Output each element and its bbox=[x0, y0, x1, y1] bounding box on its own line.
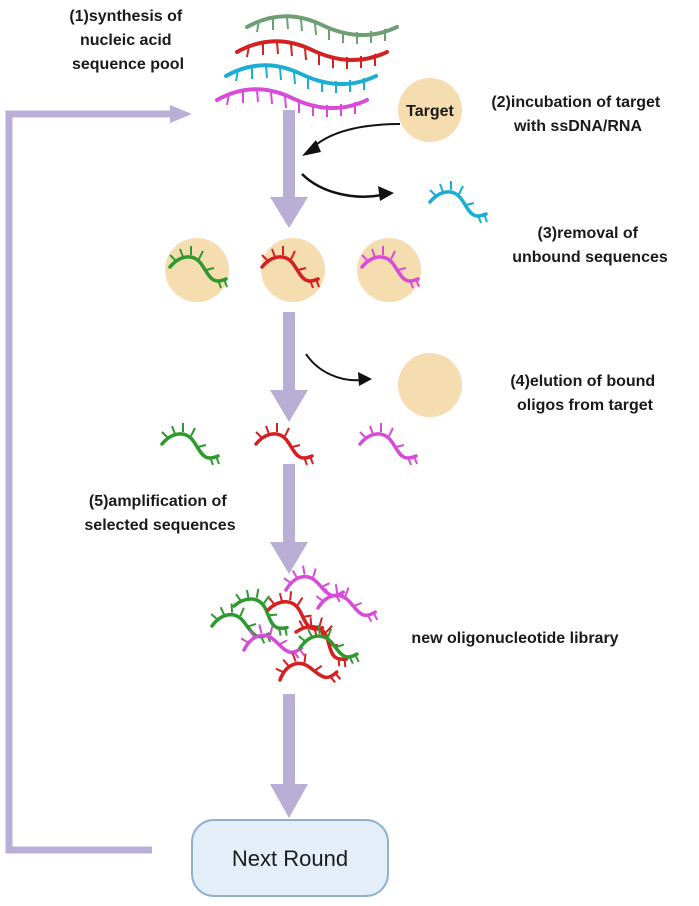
step-1-label: (1)synthesis of nucleic acid sequence po… bbox=[69, 8, 186, 73]
flow-arrow-shaft-4 bbox=[283, 694, 295, 786]
main-flow-arrows bbox=[270, 110, 308, 818]
eluted-green-strand bbox=[160, 421, 221, 467]
flow-arrow-shaft-3 bbox=[283, 464, 295, 544]
step-3-label: (3)removal of unbound sequences bbox=[512, 225, 668, 266]
next-round-label: Next Round bbox=[232, 846, 348, 871]
flow-arrow-head-4 bbox=[270, 784, 308, 818]
bound-complex-red bbox=[260, 238, 325, 302]
eluted-red-strand bbox=[254, 421, 315, 467]
step-5-label: (5)amplification of selected sequences bbox=[84, 493, 235, 534]
target-label: Target bbox=[406, 103, 454, 120]
flow-arrow-shaft-1 bbox=[283, 110, 295, 200]
elution-arrow bbox=[305, 353, 372, 386]
flow-arrow-shaft-2 bbox=[283, 312, 295, 392]
incubation-arrow bbox=[302, 123, 401, 156]
bound-complex-green bbox=[165, 238, 229, 302]
bound-complex-magenta bbox=[357, 238, 421, 302]
flow-arrow-head-3 bbox=[270, 542, 308, 574]
library-label: new oligonucleotide library bbox=[411, 630, 618, 647]
eluted-magenta-strand bbox=[358, 421, 419, 467]
feedback-loop-arrow bbox=[5, 105, 192, 854]
next-round-box: Next Round bbox=[191, 819, 389, 897]
sequence-pool bbox=[215, 14, 399, 119]
eluted-target-circle bbox=[398, 353, 462, 417]
step-4-label: (4)elution of bound oligos from target bbox=[510, 373, 659, 414]
removal-arrow bbox=[301, 173, 394, 201]
flow-arrow-head-1 bbox=[270, 197, 308, 228]
unbound-cyan-strand bbox=[428, 179, 489, 225]
step-2-label: (2)incubation of target with ssDNA/RNA bbox=[491, 94, 664, 135]
flow-arrow-head-2 bbox=[270, 390, 308, 422]
target-circle bbox=[398, 78, 462, 142]
oligonucleotide-library bbox=[208, 557, 380, 702]
